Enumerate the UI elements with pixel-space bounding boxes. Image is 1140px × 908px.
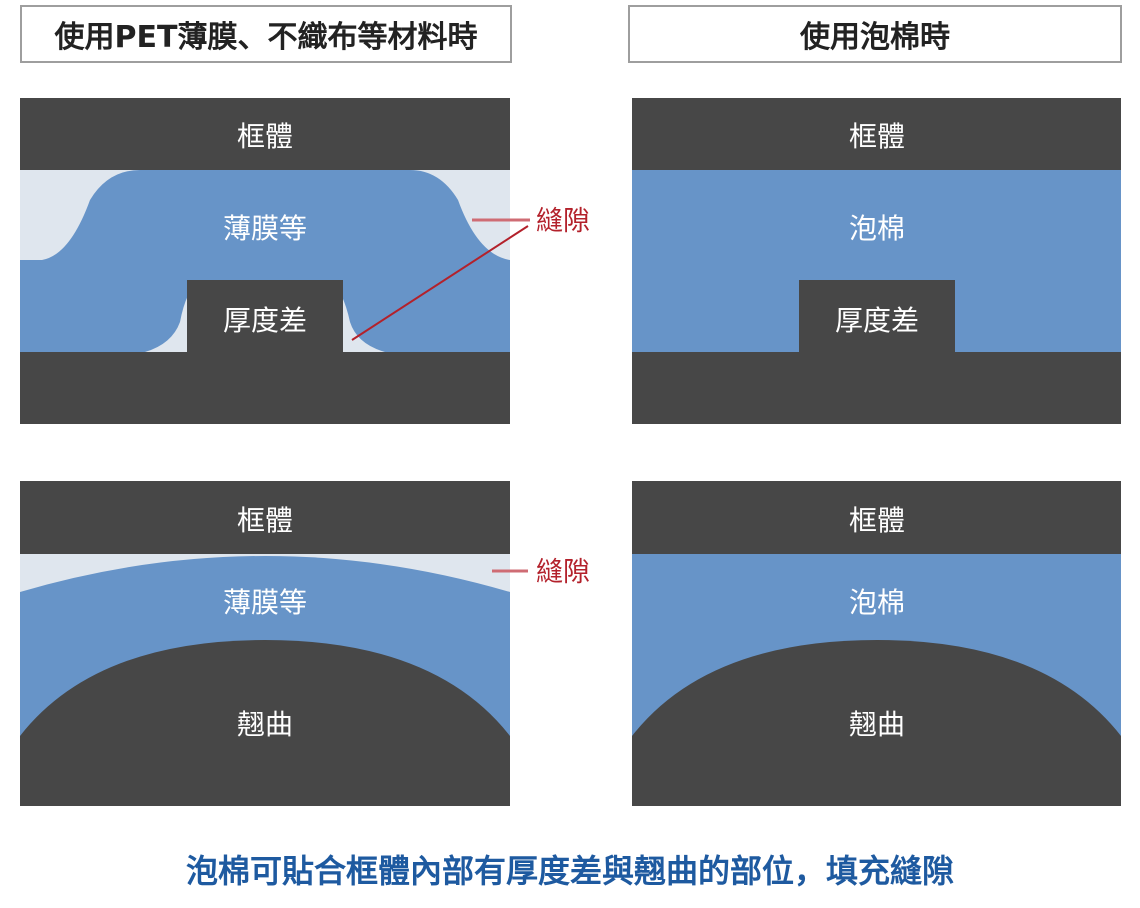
film-layer	[20, 170, 510, 352]
foam-label: 泡棉	[849, 212, 905, 245]
panel-foam-warp: 框體 泡棉 翹曲	[632, 481, 1121, 806]
step-block	[799, 280, 955, 352]
top-frame	[20, 481, 510, 554]
frame-label: 框體	[849, 504, 905, 537]
step-label: 厚度差	[223, 304, 307, 337]
film-label: 薄膜等	[223, 212, 307, 245]
film-label: 薄膜等	[223, 586, 307, 619]
gap-callout-bottom: 縫隙	[492, 557, 590, 588]
warp-label: 翹曲	[849, 708, 905, 741]
panel-foam-step: 框體 泡棉 厚度差	[632, 98, 1121, 424]
base-frame	[20, 352, 510, 424]
gap-callout-top: 縫隙	[351, 206, 590, 341]
base-frame	[632, 352, 1121, 424]
frame-label: 框體	[237, 504, 293, 537]
header-foam: 使用泡棉時	[628, 5, 1122, 63]
gap-label: 縫隙	[536, 206, 590, 237]
frame-label: 框體	[849, 120, 905, 153]
foam-label: 泡棉	[849, 586, 905, 619]
warped-base	[632, 640, 1121, 806]
step-label: 厚度差	[835, 304, 919, 337]
gap-pointer-diagonal	[351, 225, 529, 341]
caption: 泡棉可貼合框體內部有厚度差與翹曲的部位，填充縫隙	[185, 852, 954, 890]
panel-film-step: 框體 薄膜等 厚度差	[20, 98, 510, 424]
warped-base	[20, 640, 510, 806]
panel-film-warp: 框體 薄膜等 翹曲	[20, 481, 510, 806]
top-frame	[20, 98, 510, 170]
top-frame	[632, 98, 1121, 170]
header-pet-film: 使用PET薄膜、不織布等材料時	[20, 5, 512, 63]
gap-label: 縫隙	[536, 557, 590, 588]
step-block	[187, 280, 343, 352]
frame-label: 框體	[237, 120, 293, 153]
warp-label: 翹曲	[237, 708, 293, 741]
top-frame	[632, 481, 1121, 554]
